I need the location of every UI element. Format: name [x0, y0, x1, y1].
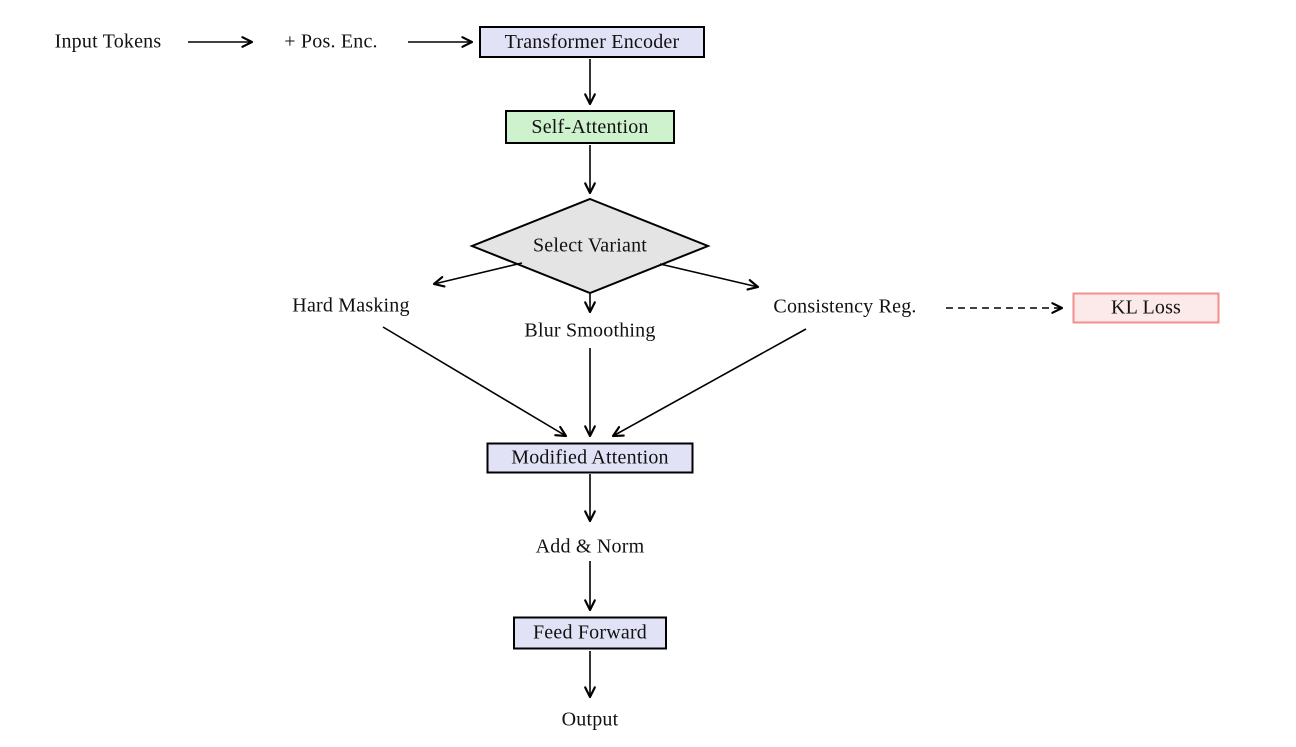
node-input-tokens: Input Tokens: [54, 30, 162, 53]
node-modified-attention: Modified Attention: [486, 442, 694, 474]
node-add-norm: Add & Norm: [535, 535, 645, 558]
select-variant-diamond: [469, 197, 711, 295]
node-feed-forward: Feed Forward: [513, 616, 667, 650]
node-hard-masking: Hard Masking: [292, 294, 410, 317]
node-kl-loss: KL Loss: [1072, 292, 1220, 324]
node-transformer-encoder: Transformer Encoder: [479, 26, 705, 58]
edge-select-variant-to-consistency-reg: [659, 263, 760, 291]
edge-consistency-reg-to-modified-attention: [611, 328, 807, 438]
node-self-attention: Self-Attention: [505, 110, 675, 144]
node-output: Output: [561, 708, 619, 731]
edge-select-variant-to-hard-masking: [432, 262, 523, 288]
node-blur-smoothing: Blur Smoothing: [524, 319, 656, 342]
node-consistency-reg: Consistency Reg.: [773, 295, 917, 318]
node-pos-enc: + Pos. Enc.: [284, 30, 378, 53]
node-select-variant-label: Select Variant: [532, 234, 648, 257]
edge-hard-masking-to-modified-attention: [382, 326, 568, 438]
